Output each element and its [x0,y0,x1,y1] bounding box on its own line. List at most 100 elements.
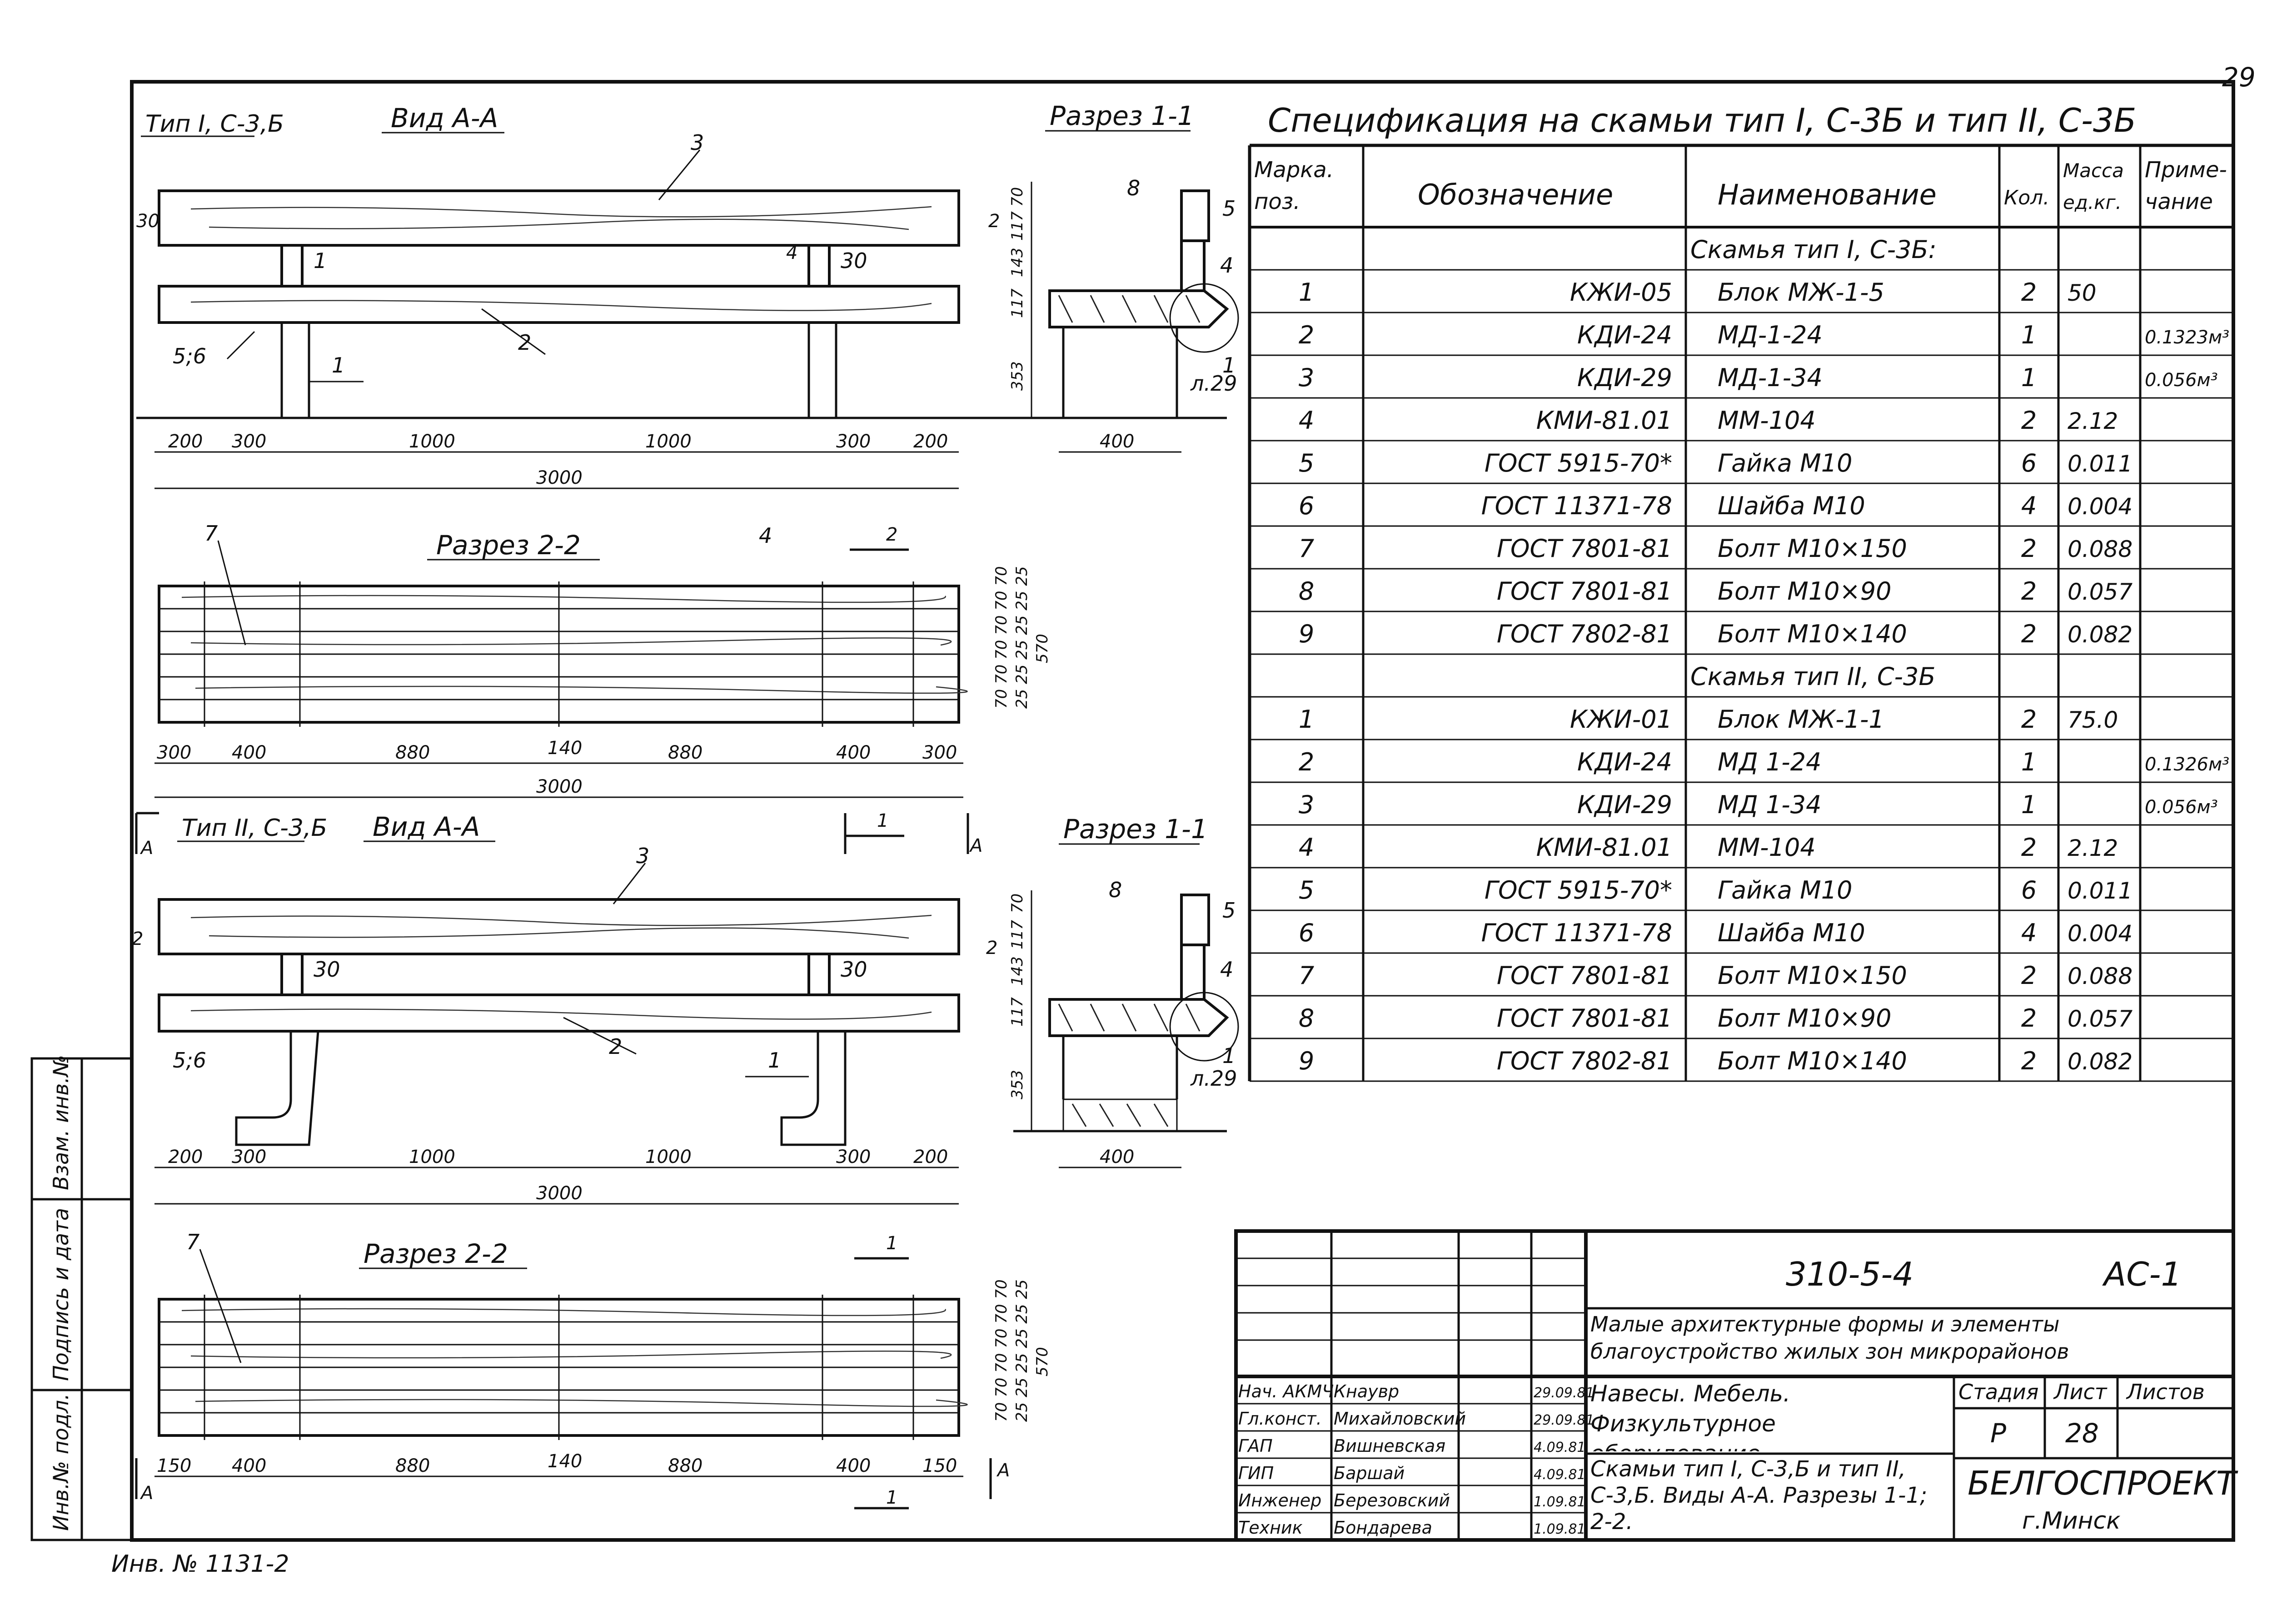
svg-text:300: 300 [922,742,957,763]
spec-cell-name: Блок МЖ-1-5 [1718,278,1884,307]
spec-cell-mass: 0.057 [2068,579,2132,605]
margin-label-replace: Взам. инв.№ [49,1055,73,1190]
spec-cell-name: МД 1-34 [1718,790,1822,819]
spec-cell-pos: 6 [1299,492,1314,520]
svg-text:1: 1 [768,1048,781,1073]
svg-text:2: 2 [986,938,997,959]
type2-section-22: Разрез 2-2 7 1 70 70 70 70 70 70 25 25 2… [135,1230,1051,1510]
svg-text:Листов: Листов [2126,1380,2205,1404]
spec-cell-mass: 0.057 [2068,1006,2132,1032]
spec-cell-mass: 0.004 [2068,920,2132,947]
spec-cell-pos: 2 [1299,748,1314,776]
spec-cell-pos: 4 [1299,406,1314,435]
drawing-name: Скамьи тип I, С-3,Б и тип II, С-3,Б. Вид… [1590,1456,1928,1535]
spec-cell-name: Гайка М10 [1718,876,1852,904]
type1-view-title: Вид А-А [391,103,498,134]
svg-text:1: 1 [1222,353,1236,377]
spec-cell-qty: 2 [2021,406,2037,435]
spec-group-title: Скамья тип I, С-3Б: [1690,235,1937,264]
spec-cell-name: Болт М10×90 [1718,1004,1891,1033]
svg-text:570: 570 [1033,1347,1051,1376]
spec-cell-qty: 4 [2021,492,2037,520]
city: г.Минск [2022,1507,2121,1535]
spec-cell-pos: 9 [1299,620,1314,648]
spec-group-title: Скамья тип II, С-3Б [1690,662,1935,691]
spec-cell-note: 0.1323м³ [2145,327,2229,348]
svg-text:5: 5 [1222,898,1236,923]
svg-text:2: 2 [609,1034,622,1059]
svg-text:140: 140 [548,1451,582,1472]
spec-cell-mass: 0.088 [2068,963,2132,989]
t1-sec11-title: Разрез 1-1 [1050,100,1194,131]
spec-cell-name: Шайба М10 [1718,919,1865,947]
type2-backrest-board [158,898,960,955]
spec-cell-pos: 5 [1299,876,1314,904]
spec-cell-pos: 4 [1299,833,1314,862]
spec-cell-pos: 5 [1299,449,1314,477]
person-date: 4.09.81 [1534,1440,1586,1455]
t1-sec22-title: Разрез 2-2 [436,530,581,561]
svg-text:5: 5 [1222,196,1236,221]
spec-cell-qty: 2 [2021,577,2037,606]
t1-callout-1: 1 [332,353,345,377]
type1-label: Тип I, С-3,Б [145,110,284,138]
svg-text:70: 70 [1008,894,1026,913]
svg-text:А: А [140,1483,153,1504]
t1-callout-2: 2 [518,330,531,355]
svg-text:30: 30 [314,957,340,982]
spec-cell-designation: ГОСТ 7801-81 [1497,577,1672,606]
svg-text:А: А [140,838,153,859]
spec-header-name: Наименование [1718,178,1937,211]
spec-cell-name: ММ-104 [1718,833,1816,862]
person-role: Техник [1238,1518,1303,1538]
svg-text:Разрез 1-1: Разрез 1-1 [1063,814,1208,844]
spec-cell-name: Гайка М10 [1718,449,1852,477]
spec-cell-qty: 2 [2021,534,2037,563]
svg-text:А: А [969,835,982,856]
spec-cell-name: Шайба М10 [1718,492,1865,520]
svg-text:8: 8 [1127,176,1140,200]
stage-value: Р [1990,1418,2006,1449]
spec-cell-qty: 6 [2021,876,2037,904]
spec-cell-designation: ГОСТ 7802-81 [1497,620,1672,648]
spec-cell-note: 0.056м³ [2145,797,2218,818]
spec-cell-mass: 0.082 [2068,621,2132,648]
svg-text:150: 150 [922,1455,957,1476]
svg-text:25 25 25 25 25 25: 25 25 25 25 25 25 [1013,1279,1031,1422]
spec-cell-qty: 6 [2021,449,2037,477]
svg-text:200: 200 [168,431,203,452]
type2-view-aa: А Тип II, С-3,Б Вид А-А 1 А 3 2 1 5;6 30… [132,810,1032,1205]
spec-header-mass-2: ед.кг. [2063,191,2122,214]
svg-text:70 70 70 70 70 70: 70 70 70 70 70 70 [992,1279,1011,1422]
svg-text:1000: 1000 [645,431,692,452]
svg-text:1: 1 [877,810,888,831]
svg-text:400: 400 [836,742,871,763]
svg-text:150: 150 [157,1455,191,1476]
doc-code: 310-5-4 [1786,1255,1913,1293]
spec-cell-qty: 2 [2021,833,2037,862]
t1-total-width: 3000 [536,467,583,488]
svg-text:200: 200 [168,1147,203,1167]
person-name: Вишневская [1334,1436,1445,1456]
spec-cell-pos: 1 [1299,278,1314,307]
svg-text:3000: 3000 [536,776,583,797]
spec-header-mark: Марка. [1254,157,1334,183]
spec-cell-pos: 8 [1299,577,1314,606]
svg-text:200: 200 [913,431,948,452]
svg-text:Разрез 2-2: Разрез 2-2 [364,1238,508,1269]
svg-text:7: 7 [186,1230,199,1254]
spec-cell-mass: 2.12 [2068,408,2118,434]
svg-text:Лист: Лист [2053,1380,2108,1404]
spec-cell-designation: КДИ-29 [1577,790,1672,819]
svg-text:300: 300 [836,431,871,452]
spec-cell-mass: 2.12 [2068,835,2118,861]
svg-text:2: 2 [132,929,143,949]
svg-text:353: 353 [1008,1070,1026,1099]
svg-text:1000: 1000 [409,1147,455,1167]
spec-cell-mass: 50 [2068,280,2097,306]
svg-text:1000: 1000 [409,431,455,452]
svg-text:117: 117 [1008,288,1026,318]
person-name: Баршай [1334,1463,1405,1483]
